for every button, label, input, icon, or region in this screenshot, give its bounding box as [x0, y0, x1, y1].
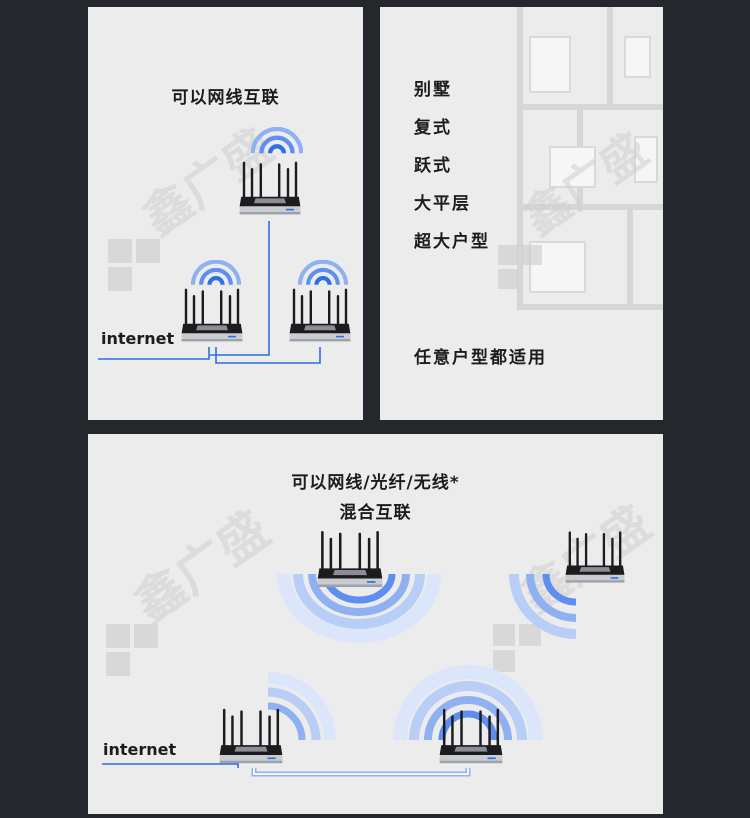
- fiber-link: [251, 768, 471, 777]
- mixed-interconnect-panel: 鑫广盛 鑫广盛: [88, 434, 663, 814]
- mixed-diagram: 鑫广盛 鑫广盛: [102, 495, 661, 777]
- house-types-panel: 鑫广盛 别墅 复式 跃式 大平层 超大户型 任意户型都适用: [380, 7, 663, 420]
- router-left-icon: [181, 288, 243, 342]
- wifi-signal-icon: [509, 573, 577, 639]
- floorplan-furniture: [529, 36, 658, 293]
- ethernet-cables: [98, 221, 321, 364]
- wired-diagram: 鑫广盛: [98, 118, 351, 364]
- mixed-title-line2: 混合互联: [339, 503, 412, 523]
- watermark-logo: 鑫广盛: [106, 500, 280, 676]
- ethernet-cable: [102, 763, 239, 768]
- internet-label: internet: [103, 740, 177, 759]
- house-type-villa: 别墅: [414, 80, 452, 100]
- house-type-large-flat: 大平层: [414, 194, 471, 214]
- house-type-split-level: 跃式: [414, 156, 452, 176]
- svg-text:鑫广盛: 鑫广盛: [513, 123, 657, 246]
- internet-label: internet: [101, 329, 175, 348]
- house-types-footer: 任意户型都适用: [414, 348, 547, 368]
- wifi-signal-icon: [193, 262, 239, 285]
- house-type-extra-large: 超大户型: [414, 232, 490, 252]
- wifi-signal-icon: [267, 672, 336, 741]
- wifi-signal-icon: [393, 665, 543, 741]
- floorplan-walls: [517, 7, 663, 310]
- wired-interconnect-panel: 鑫广盛 可以网线互联 internet: [88, 7, 363, 420]
- wifi-signal-icon: [300, 262, 346, 285]
- router-top-center-icon: [317, 530, 383, 588]
- mixed-title-line1: 可以网线/光纤/无线*: [291, 473, 460, 493]
- floorplan-image: 鑫广盛: [498, 7, 663, 310]
- wired-title: 可以网线互联: [171, 88, 280, 108]
- router-right-icon: [289, 288, 351, 342]
- router-bottom-left-icon: [219, 708, 283, 764]
- house-type-duplex: 复式: [414, 118, 452, 138]
